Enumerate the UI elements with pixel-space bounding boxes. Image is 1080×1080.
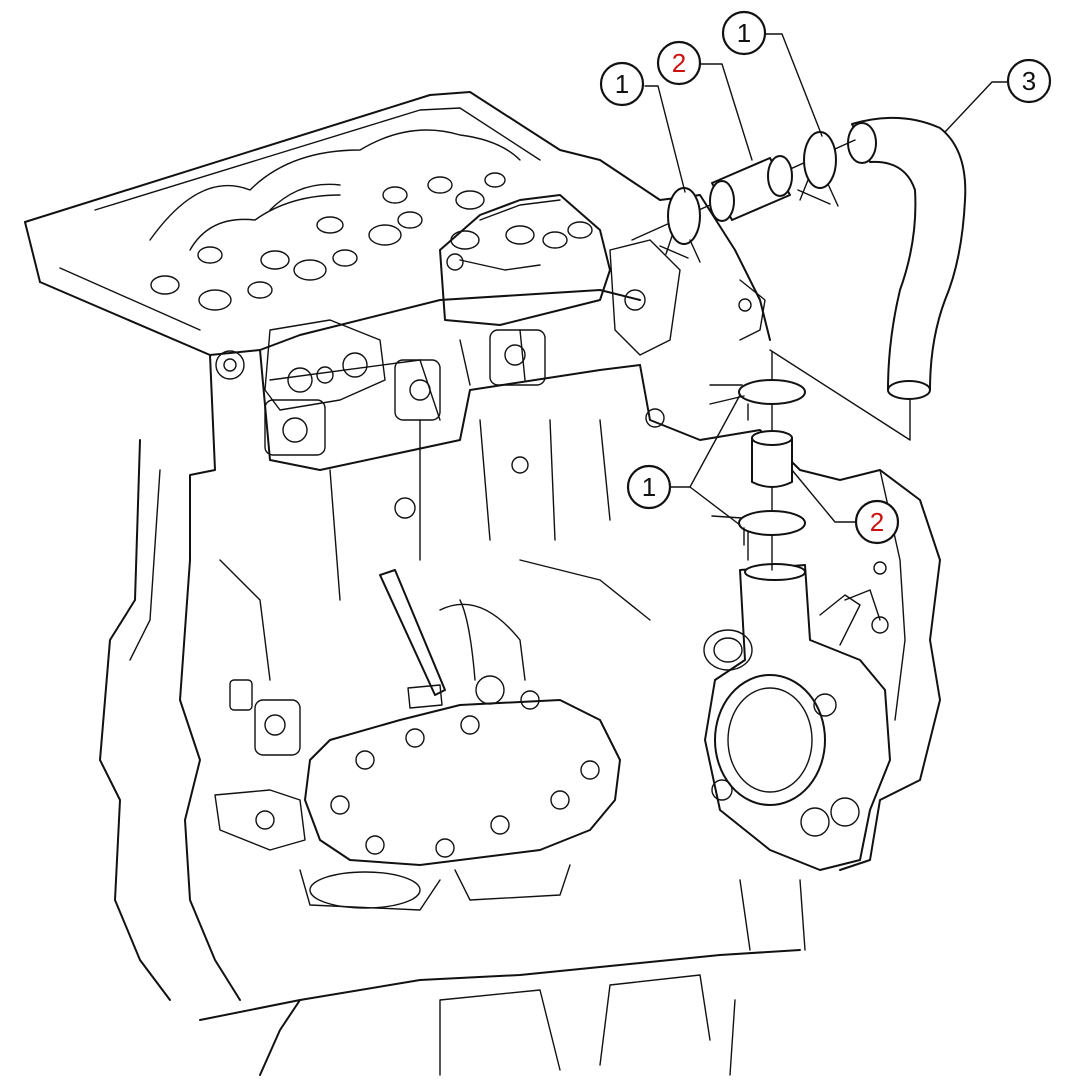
- callout-ring: [626, 464, 672, 510]
- callout-label: 1: [642, 472, 656, 502]
- callout-1-upper-left: 1: [599, 61, 645, 107]
- callout-label: 2: [870, 507, 884, 537]
- callout-label: 1: [737, 18, 751, 48]
- callout-2-upper: 2: [656, 40, 702, 86]
- callout-2-lower: 2: [854, 499, 900, 545]
- leader-lines: [644, 33, 1009, 526]
- callout-1-lower: 1: [626, 464, 672, 510]
- cylinder-head-bolts: [149, 129, 766, 519]
- callout-ring: [721, 10, 767, 56]
- oil-cooler-housing: [214, 569, 621, 911]
- callout-label: 2: [672, 48, 686, 78]
- callout-ring: [854, 499, 900, 545]
- callout-ring: [656, 40, 702, 86]
- callout-label: 3: [1022, 66, 1036, 96]
- coolant-hose: [847, 116, 967, 400]
- lower-joint-parts: [709, 349, 911, 571]
- upper-joint-parts: [631, 131, 856, 263]
- callout-ring: [1006, 58, 1052, 104]
- callout-1-upper-right: 1: [721, 10, 767, 56]
- callout-3-hose: 3: [1006, 58, 1052, 104]
- callout-ring: [599, 61, 645, 107]
- callout-label: 1: [615, 69, 629, 99]
- water-pump: [703, 561, 891, 871]
- engine-block: [24, 91, 941, 1076]
